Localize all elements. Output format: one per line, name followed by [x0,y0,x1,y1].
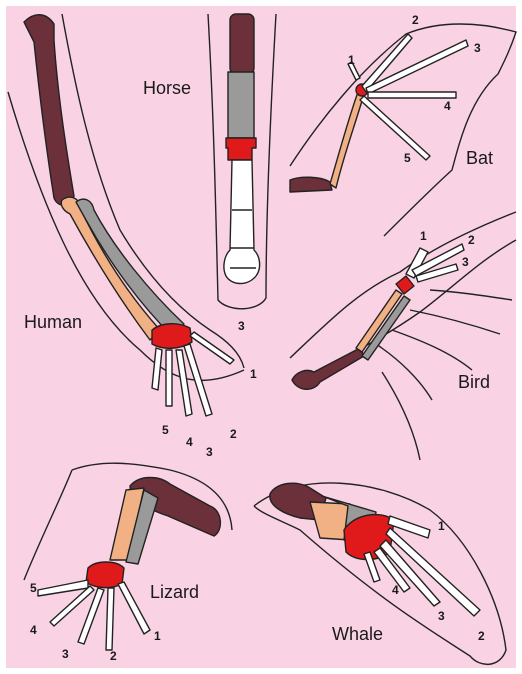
lizard-digit-2: 2 [110,649,117,663]
horse-humerus-bone [230,14,254,74]
bird-digit-3: 3 [462,255,469,269]
human-carpal-bones [152,324,192,349]
bat-humerus-bone [290,177,332,192]
lizard-digit-3: 3 [62,647,69,661]
human-label: Human [24,312,82,332]
human-digit-1: 1 [250,367,257,381]
bat-digit-2: 2 [412,13,419,27]
whale-digit-2: 2 [478,629,485,643]
lizard-digit-5: 5 [30,581,37,595]
horse-ulna-bone [228,72,254,138]
bat-digit-1: 1 [348,53,355,67]
bat-label: Bat [466,148,493,168]
bird-digit-2: 2 [468,233,475,247]
human-digit-4: 4 [186,435,193,449]
whale-digit-1: 1 [438,519,445,533]
horse-label: Horse [143,78,191,98]
human-digit-3: 3 [206,445,213,459]
lizard-label: Lizard [150,582,199,602]
bat-digit-5: 5 [404,151,411,165]
human-digit-5: 5 [162,423,169,437]
diagram-background [6,6,516,668]
bird-label: Bird [458,372,490,392]
bat-digit-3: 3 [474,41,481,55]
whale-digit-4: 4 [392,583,399,597]
bird-digit-1: 1 [420,229,427,243]
whale-digit-3: 3 [438,609,445,623]
human-digit-2: 2 [230,427,237,441]
whale-label: Whale [332,624,383,644]
horse-digit-3: 3 [238,319,245,333]
lizard-digit-4: 4 [30,623,37,637]
lizard-digit-1: 1 [154,629,161,643]
bat-digit-4: 4 [444,99,451,113]
horse-carpal-bones [226,138,256,160]
